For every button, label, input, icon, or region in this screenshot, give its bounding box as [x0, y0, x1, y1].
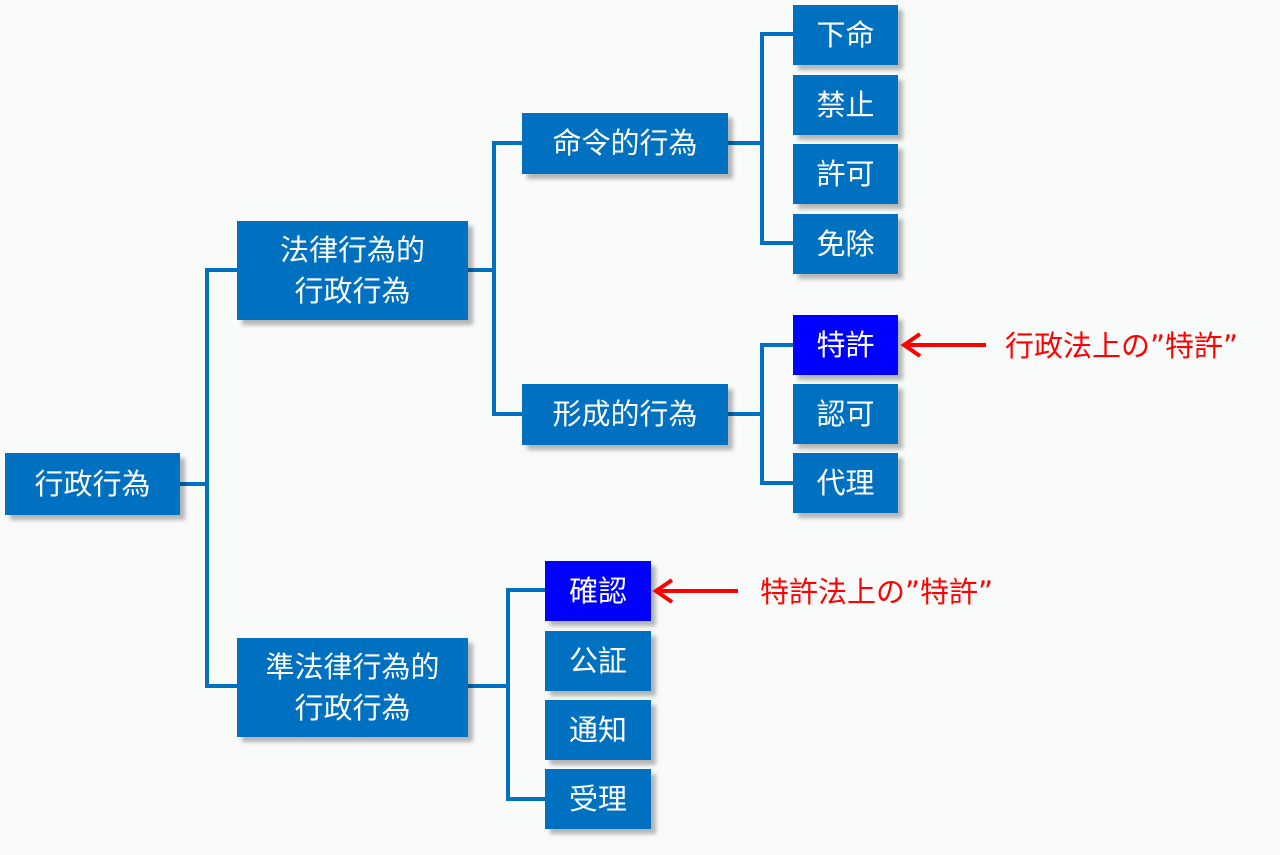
node-legal-act: 法律行為的 行政行為	[237, 221, 468, 320]
node-root: 行政行為	[5, 453, 180, 515]
leaf-command-0: 下命	[793, 5, 898, 65]
leaf-formative-1: 認可	[793, 384, 898, 444]
annotation-admin-patent: 行政法上の”特許”	[1005, 329, 1239, 363]
leaf-formative-0: 特許	[793, 315, 898, 375]
annotation-patent-law: 特許法上の”特許”	[760, 575, 994, 609]
node-formative-act: 形成的行為	[522, 384, 728, 445]
leaf-quasi-0: 確認	[545, 561, 651, 621]
leaf-command-3: 免除	[793, 214, 898, 274]
node-quasi-legal-act: 準法律行為的 行政行為	[237, 638, 468, 737]
leaf-command-2: 許可	[793, 144, 898, 204]
leaf-quasi-3: 受理	[545, 769, 651, 829]
leaf-quasi-1: 公証	[545, 631, 651, 691]
leaf-command-1: 禁止	[793, 75, 898, 135]
leaf-formative-2: 代理	[793, 453, 898, 513]
leaf-quasi-2: 通知	[545, 700, 651, 760]
node-command-act: 命令的行為	[522, 113, 728, 174]
